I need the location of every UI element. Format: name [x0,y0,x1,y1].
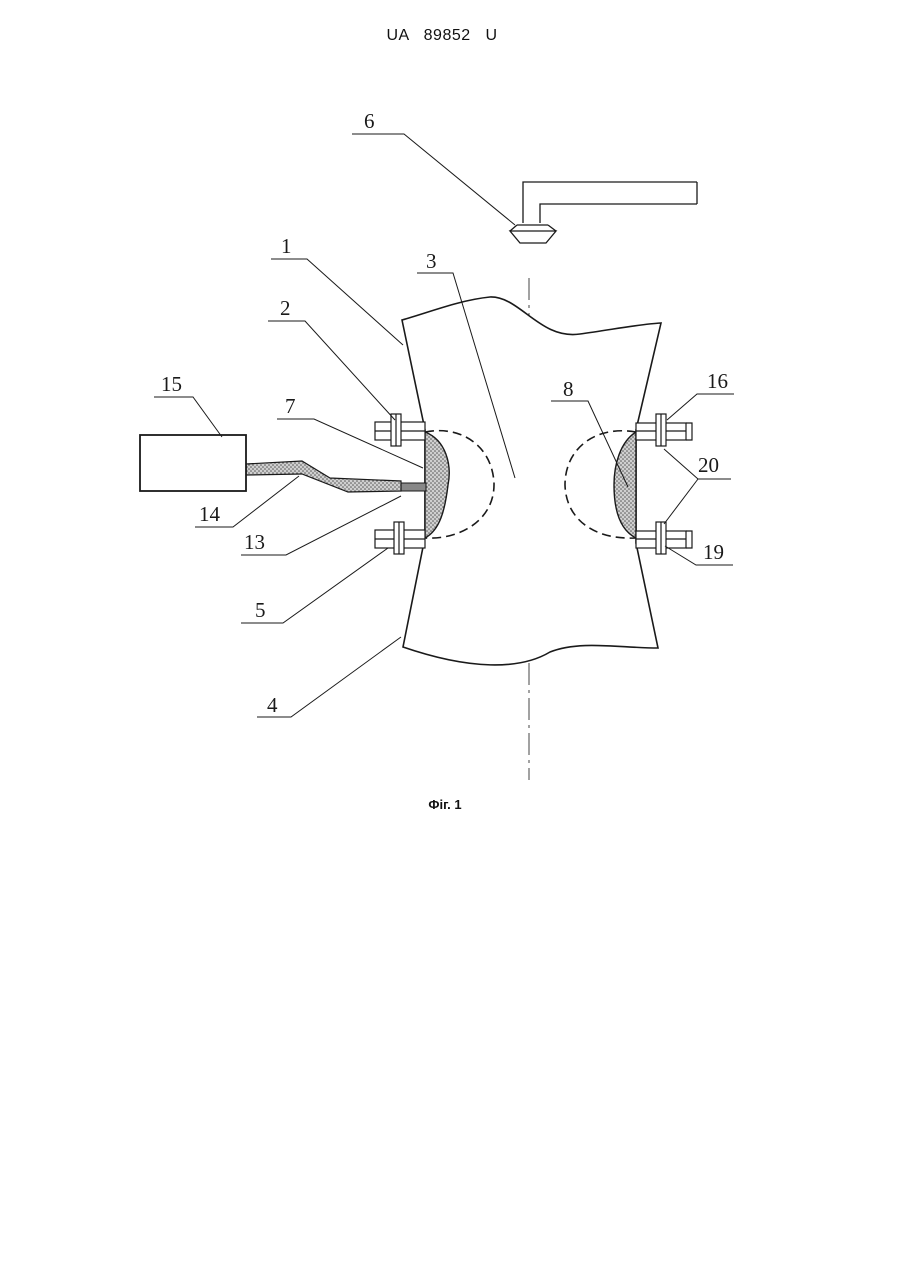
label-13: 13 [244,530,265,554]
probe-tip [399,483,426,491]
figure-caption: Фіг. 1 [0,797,890,812]
label-5: 5 [255,598,266,622]
nozzle-assembly [510,182,697,243]
clamp-top-left [375,414,425,446]
label-6: 6 [364,109,375,133]
label-1: 1 [281,234,292,258]
cable [246,461,401,492]
label-14: 14 [199,502,221,526]
label-3: 3 [426,249,437,273]
clamp-bottom-right [636,522,692,554]
clamp-top-right [636,414,692,446]
clamp-bottom-left [375,522,425,554]
label-8: 8 [563,377,574,401]
label-2: 2 [280,296,291,320]
label-20: 20 [698,453,719,477]
control-unit-box [140,435,246,491]
label-15: 15 [161,372,182,396]
label-7: 7 [285,394,296,418]
label-19: 19 [703,540,724,564]
label-4: 4 [267,693,278,717]
label-16: 16 [707,369,728,393]
